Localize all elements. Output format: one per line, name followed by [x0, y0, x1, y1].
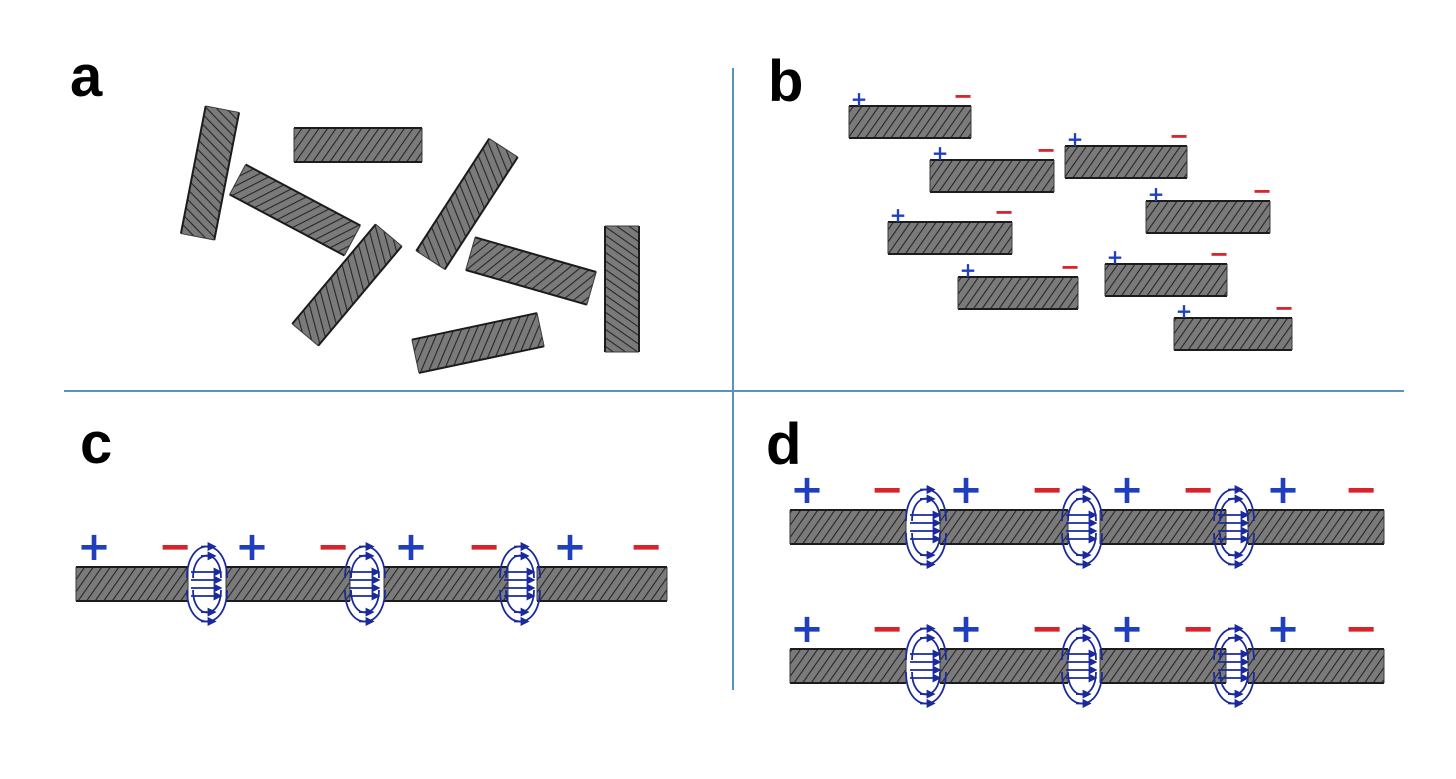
nanotube	[415, 138, 519, 270]
nanotube	[229, 163, 361, 257]
negative-charge-sign: −	[316, 524, 350, 570]
positive-charge-sign: +	[851, 87, 868, 111]
nanotube	[465, 236, 597, 306]
nanotube	[789, 509, 907, 545]
positive-charge-sign: +	[932, 141, 949, 165]
field-junction	[1213, 624, 1255, 708]
positive-charge-sign: +	[235, 524, 269, 570]
nanotube	[1145, 200, 1271, 234]
negative-charge-sign: −	[953, 82, 973, 110]
field-junction	[1061, 485, 1103, 569]
negative-charge-sign: −	[870, 467, 904, 513]
positive-charge-sign: +	[394, 524, 428, 570]
negative-charge-sign: −	[629, 524, 663, 570]
positive-charge-sign: +	[790, 606, 824, 652]
positive-charge-sign: +	[1110, 467, 1144, 513]
negative-charge-sign: −	[1030, 606, 1064, 652]
negative-charge-sign: −	[1252, 177, 1272, 205]
nanotube	[604, 225, 640, 353]
positive-charge-sign: +	[1176, 299, 1193, 323]
positive-charge-sign: +	[949, 467, 983, 513]
panel-label-b: b	[768, 49, 803, 114]
negative-charge-sign: −	[1344, 606, 1378, 652]
panel-label-a: a	[70, 44, 103, 109]
positive-charge-sign: +	[77, 524, 111, 570]
nanotube	[939, 509, 1069, 545]
nanotube	[887, 221, 1013, 255]
negative-charge-sign: −	[1036, 136, 1056, 164]
nanotube	[291, 223, 403, 347]
nanotube	[789, 648, 907, 684]
positive-charge-sign: +	[1107, 245, 1124, 269]
nanotube	[1247, 509, 1385, 545]
negative-charge-sign: −	[158, 524, 192, 570]
panel-label-c: c	[80, 411, 112, 476]
nanotube	[75, 566, 189, 602]
negative-charge-sign: −	[1344, 467, 1378, 513]
positive-charge-sign: +	[1266, 467, 1300, 513]
negative-charge-sign: −	[1181, 606, 1215, 652]
nanotube	[957, 276, 1079, 310]
positive-charge-sign: +	[553, 524, 587, 570]
negative-charge-sign: −	[1169, 122, 1189, 150]
nanotube	[1104, 263, 1228, 297]
positive-charge-sign: +	[890, 203, 907, 227]
field-junction	[499, 542, 541, 626]
negative-charge-sign: −	[1209, 240, 1229, 268]
positive-charge-sign: +	[1266, 606, 1300, 652]
nanotube	[1173, 317, 1293, 351]
field-junction	[1213, 485, 1255, 569]
positive-charge-sign: +	[1110, 606, 1144, 652]
nanotube	[848, 105, 972, 139]
field-junction	[1061, 624, 1103, 708]
field-junction	[905, 624, 947, 708]
panel-label-d: d	[766, 412, 801, 477]
field-junction	[186, 542, 228, 626]
field-junction	[905, 485, 947, 569]
nanotube	[536, 566, 668, 602]
nanotube	[411, 312, 545, 374]
negative-charge-sign: −	[1060, 253, 1080, 281]
nanotube	[929, 159, 1055, 193]
negative-charge-sign: −	[870, 606, 904, 652]
nanotube	[1099, 648, 1227, 684]
nanotube	[1099, 509, 1227, 545]
positive-charge-sign: +	[1148, 182, 1165, 206]
nanotube	[1247, 648, 1385, 684]
negative-charge-sign: −	[1274, 294, 1294, 322]
nanotube	[1064, 145, 1188, 179]
nanotube	[383, 566, 509, 602]
nanotube-layer	[75, 105, 1385, 684]
positive-charge-sign: +	[949, 606, 983, 652]
positive-charge-sign: +	[960, 258, 977, 282]
negative-charge-sign: −	[1181, 467, 1215, 513]
charge-sign-layer: +−+−+−+−+−+−+−+−+−+−+−+−+−+−+−+−+−+−+−+−	[77, 82, 1378, 652]
field-junction	[344, 542, 386, 626]
nanotube	[939, 648, 1069, 684]
nanotube	[179, 105, 241, 241]
negative-charge-sign: −	[1030, 467, 1064, 513]
negative-charge-sign: −	[994, 198, 1014, 226]
negative-charge-sign: −	[467, 524, 501, 570]
nanotube	[225, 566, 351, 602]
field-line-layer	[186, 485, 1255, 708]
nanotube	[293, 127, 423, 163]
positive-charge-sign: +	[790, 467, 824, 513]
positive-charge-sign: +	[1067, 127, 1084, 151]
